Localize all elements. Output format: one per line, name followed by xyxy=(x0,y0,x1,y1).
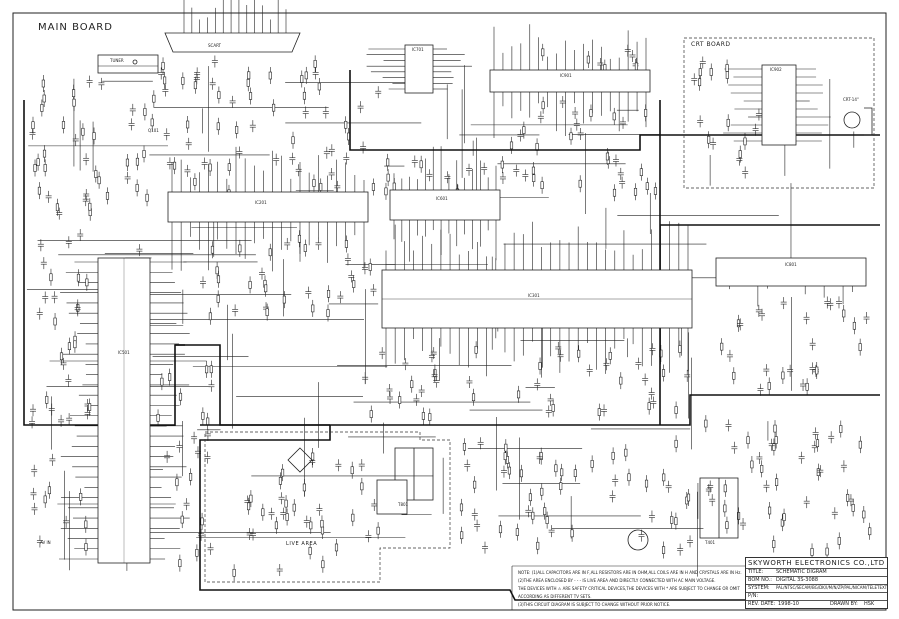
title-value: SCHEMATIC DIGRAM xyxy=(776,569,827,575)
title-block: SKYWORTH ELECTRONICS CO.,LTD TITLE: SCHE… xyxy=(745,557,888,609)
pn-label: P/N: xyxy=(748,593,759,599)
live-area-boundary xyxy=(204,431,451,583)
rev-value: 1998-10 xyxy=(778,601,799,607)
note-line: (2)THE AREA ENCLOSED BY - - - IS LIVE AR… xyxy=(518,578,716,583)
system-value: PAL/NTSC/SECAM/BG/DK/I/M/N/ZP/PAL/NICAM/… xyxy=(776,585,888,590)
title-label: TITLE: xyxy=(748,569,764,575)
ic801-label: IC801 xyxy=(785,262,797,267)
q-transistor-circle xyxy=(132,59,649,551)
drawn-label: DRAWN BY: xyxy=(830,601,858,607)
ic301-label: IC301 xyxy=(528,293,540,298)
system-label: SYSTEM: xyxy=(748,585,770,591)
t801-label: T801 xyxy=(398,502,409,507)
bus-lines xyxy=(23,70,880,601)
ic601-package xyxy=(389,189,501,221)
bridge-rectifier xyxy=(287,447,313,473)
drawn-value: HSK xyxy=(864,601,875,607)
t801-transformer xyxy=(394,447,434,501)
scart-label: SCART xyxy=(208,43,221,48)
fuse-area-ic xyxy=(376,479,408,515)
crt-driver-ic xyxy=(761,64,797,146)
crt-board-label: CRT BOARD xyxy=(691,41,731,48)
bom-label: BOM NO.: xyxy=(748,577,772,583)
note-line: ACCORDING AS DIFFERENT TV SETS. xyxy=(518,594,592,599)
main-board-label: MAIN BOARD xyxy=(38,22,113,33)
ic501-package xyxy=(97,257,151,564)
rev-label: REV. DATE: xyxy=(748,601,776,607)
ic901-label: IC901 xyxy=(560,73,572,78)
note-line: THE DEVICES WITH ⚠ ARE SAFETY CRITICAL D… xyxy=(518,586,740,591)
ic201-package xyxy=(167,191,369,223)
note-line: (3)THIS CIRCUIT DIAGRAM IS SUBJECT TO CH… xyxy=(518,602,671,607)
ic901-package xyxy=(489,69,651,93)
live-area-label: LIVE AREA xyxy=(286,541,318,547)
bom-value: DIGITAL 3S-3088 xyxy=(776,577,819,583)
component-symbols xyxy=(29,44,872,577)
q101-label: Q101 xyxy=(148,128,159,133)
company-name: SKYWORTH ELECTRONICS CO.,LTD xyxy=(748,559,885,567)
note-line: NOTE: (1)ALL CAPACITORS ARE IN F,ALL RES… xyxy=(518,570,742,575)
crt-socket xyxy=(843,107,873,136)
ic801-package xyxy=(715,257,867,287)
tuner-label: TUNER xyxy=(110,58,124,63)
ic501-label: IC501 xyxy=(118,350,130,355)
ic301-package xyxy=(381,269,693,329)
crt-label: CRT-14" xyxy=(843,97,859,102)
ic701-label: IC701 xyxy=(412,47,424,52)
t401-transformer xyxy=(699,477,739,539)
av-in-label: AV IN xyxy=(40,540,51,545)
tuner-block xyxy=(97,54,159,74)
ic601-label: IC601 xyxy=(436,196,448,201)
t401-label: T401 xyxy=(705,540,716,545)
sheet-border xyxy=(12,12,887,611)
schematic-notes: NOTE: (1)ALL CAPACITORS ARE IN F,ALL RES… xyxy=(518,569,743,609)
crt-board-area xyxy=(683,37,875,189)
ic201-label: IC201 xyxy=(255,200,267,205)
ic902-label: IC902 xyxy=(770,67,782,72)
scart-connector xyxy=(164,32,301,53)
ic701-package xyxy=(404,44,434,94)
